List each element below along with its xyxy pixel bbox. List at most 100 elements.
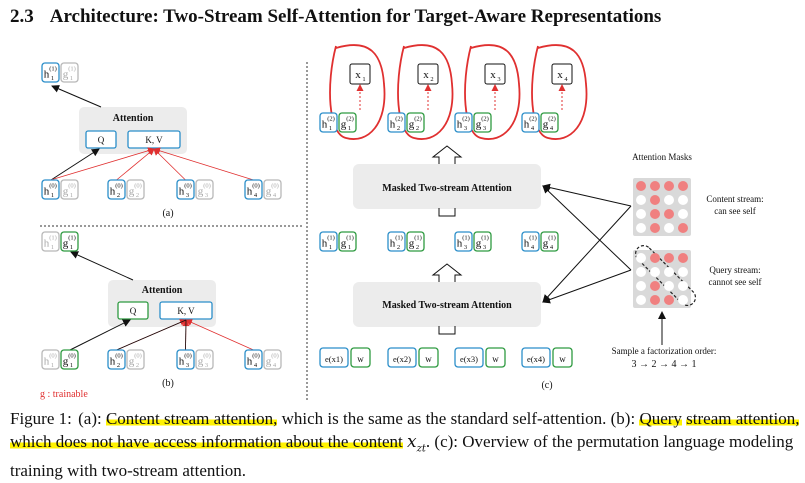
h-symbol: h [44, 356, 50, 368]
query-mask [636, 253, 688, 305]
h-superscript: (0) [115, 353, 123, 360]
arrow-g1-to-q [69, 319, 131, 351]
g-superscript: (1) [548, 235, 556, 242]
h-2-node: h(2)2 [387, 112, 406, 133]
arrow-h1-to-kv [50, 147, 155, 181]
h-4-box [244, 349, 263, 370]
h-subscript: 1 [51, 362, 54, 369]
arrow-query-mask-to-bottom [542, 269, 632, 304]
h-subscript: 1 [329, 244, 332, 251]
input-e-2-box [387, 347, 417, 368]
g-1-box [60, 179, 79, 200]
g-1-node: g(2)1 [338, 112, 357, 133]
g-subscript: 2 [136, 192, 139, 199]
g-symbol: g [63, 356, 69, 368]
h-1-node: h(1)1 [41, 231, 60, 252]
query-mask-cell [678, 281, 688, 291]
h-superscript: (1) [327, 235, 335, 242]
h-4-box [521, 231, 540, 252]
input-e-2-label: e(x2) [393, 354, 411, 364]
g-symbol: g [63, 186, 69, 198]
masked-attention-label-top: Masked Two-stream Attention [382, 183, 512, 194]
h-symbol: h [457, 119, 463, 131]
target-2-label: x [423, 69, 429, 81]
input-e-1-box [319, 347, 349, 368]
g-symbol: g [63, 69, 69, 81]
g-1-box [338, 231, 357, 252]
g-subscript: 3 [483, 244, 486, 251]
g-3-node: g(2)3 [473, 112, 492, 133]
h-superscript: (1) [395, 235, 403, 242]
caption-part-a-label: (a): [78, 409, 102, 428]
input-e-3-label: e(x3) [460, 354, 478, 364]
h-symbol: h [179, 356, 185, 368]
h-4-box [521, 112, 540, 133]
h-1-node: h(0)1 [41, 179, 60, 200]
arrow-h3-to-kv [153, 148, 186, 181]
query-mask-cell [636, 267, 646, 277]
content-mask-cell [664, 209, 674, 219]
bracket-top [438, 208, 456, 217]
query-mask-cell [636, 281, 646, 291]
g-superscript: (0) [203, 183, 211, 190]
g-2-node: g(2)2 [406, 112, 425, 133]
h-superscript: (2) [395, 116, 403, 123]
h-subscript: 4 [254, 362, 258, 369]
g-superscript: (1) [346, 235, 354, 242]
masked-attention-block-bottom [353, 282, 541, 327]
h-superscript: (2) [462, 116, 470, 123]
g-3-box [195, 179, 214, 200]
target-4-sub: 4 [564, 76, 568, 83]
g-1-box [60, 62, 79, 83]
content-mask-cell [650, 223, 660, 233]
g-3-node: g(0)3 [195, 349, 214, 370]
arrow-h3-black-b [185, 319, 187, 351]
content-mask-cell [636, 181, 646, 191]
g-2-box [126, 179, 145, 200]
query-mask-cell [650, 267, 660, 277]
figure-caption: Figure 1: (a): Content stream attention,… [10, 408, 800, 483]
g-subscript: 1 [348, 125, 351, 132]
g-superscript: (1) [481, 235, 489, 242]
h-symbol: h [179, 186, 185, 198]
content-mask-cell [664, 195, 674, 205]
g-superscript: (0) [271, 183, 279, 190]
g-subscript: 1 [70, 192, 73, 199]
input-e-1-label: e(x1) [325, 354, 343, 364]
g-superscript: (2) [346, 116, 354, 123]
h-subscript: 3 [464, 125, 467, 132]
arrow-h4-to-kv [153, 147, 254, 181]
g-3-box [195, 349, 214, 370]
input-e-3-box [454, 347, 484, 368]
g-1-node: g(1)1 [60, 62, 79, 83]
query-mask-cell [650, 281, 660, 291]
masked-attention-block-top [353, 164, 541, 209]
h-subscript: 2 [397, 125, 400, 132]
content-mask-cell [664, 223, 674, 233]
g-subscript: 2 [416, 125, 419, 132]
g-symbol: g [63, 238, 69, 250]
arrow-h1-to-q [50, 148, 100, 181]
g-superscript: (0) [134, 353, 142, 360]
query-mask-cell [678, 295, 688, 305]
hand-drawn-circle-1 [329, 44, 386, 140]
query-stream-line2: cannot see self [709, 277, 762, 287]
h-superscript: (0) [115, 183, 123, 190]
h-2-node: h(0)2 [107, 349, 126, 370]
input-w-1-label: w [357, 354, 364, 364]
h-3-box [176, 179, 195, 200]
content-mask-cell [678, 195, 688, 205]
content-mask-cell [636, 223, 646, 233]
content-mask-cell [664, 181, 674, 191]
h-4-node: h(0)4 [244, 349, 263, 370]
target-1-sub: 1 [362, 76, 365, 83]
g-4-box [540, 112, 559, 133]
q-label-b: Q [130, 306, 137, 316]
arrow-attention-to-h1 [51, 85, 102, 108]
h-symbol: h [247, 186, 253, 198]
input-w-4-box [552, 347, 573, 368]
g-symbol: g [198, 186, 204, 198]
arrow-content-mask-to-bottom [542, 205, 632, 303]
g-symbol: g [543, 119, 549, 131]
